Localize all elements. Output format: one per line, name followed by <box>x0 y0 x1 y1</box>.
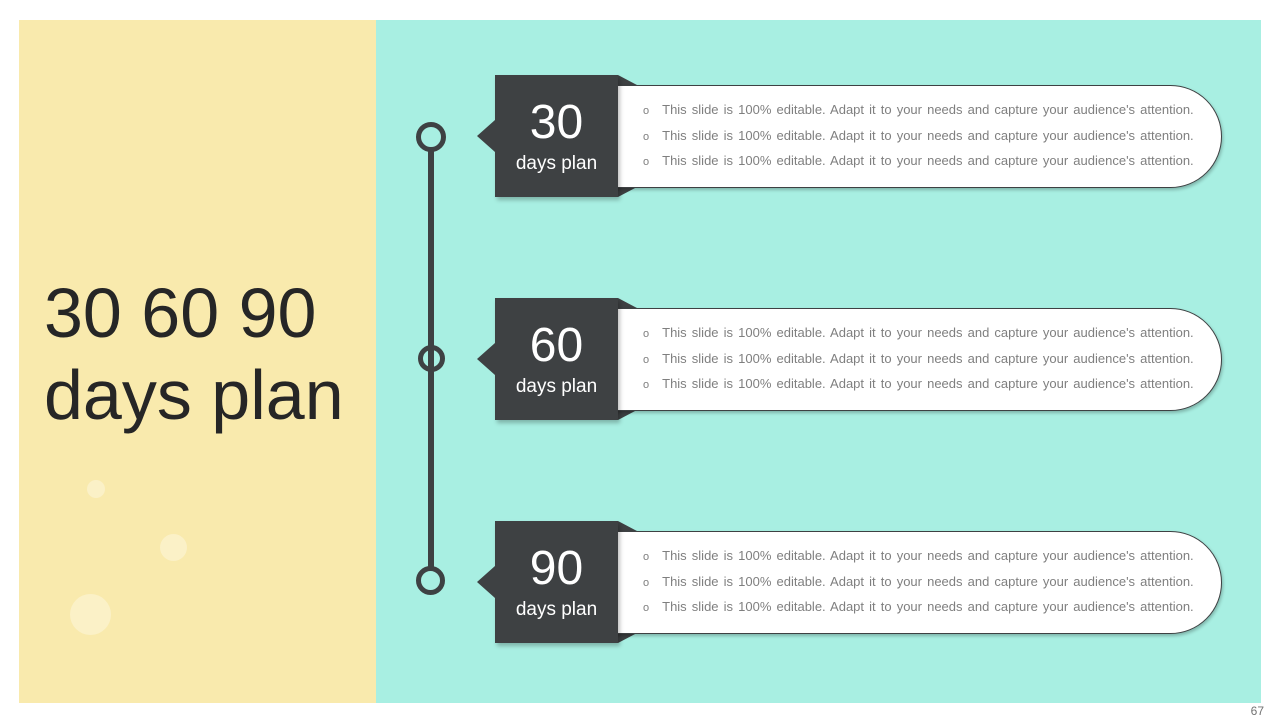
timeline-node-90 <box>416 566 445 595</box>
timeline-node-30 <box>416 122 446 152</box>
bullet-item: o This slide is 100% editable. Adapt it t… <box>643 347 1194 373</box>
badge-number: 60 <box>529 318 584 372</box>
bullet-marker-icon: o <box>643 379 650 392</box>
bullet-marker-icon: o <box>643 130 650 143</box>
bullet-marker-icon: o <box>643 353 650 366</box>
page-number: 67 <box>1250 704 1264 718</box>
bullet-marker-icon: o <box>643 328 650 341</box>
bullet-marker-icon: o <box>643 602 650 615</box>
bullet-item: o This slide is 100% editable. Adapt it t… <box>643 149 1194 175</box>
bullet-text: This slide is 100% editable. Adapt it to… <box>662 127 1194 143</box>
bullet-marker-icon: o <box>643 551 650 564</box>
milestone-60-badge: 60 days plan <box>477 298 618 420</box>
decorative-circle-medium <box>160 534 187 561</box>
badge-number: 30 <box>529 95 584 149</box>
ribbon-fold-bottom <box>618 187 637 197</box>
badge-arrow-left-icon <box>477 120 495 152</box>
ribbon-fold-bottom <box>618 633 637 643</box>
left-panel <box>19 20 376 703</box>
decorative-circle-small <box>87 480 105 498</box>
bullet-text: This slide is 100% editable. Adapt it to… <box>662 573 1194 589</box>
milestone-30-badge: 30 days plan <box>477 75 618 197</box>
bullet-item: o This slide is 100% editable. Adapt it t… <box>643 124 1194 150</box>
bullet-text: This slide is 100% editable. Adapt it to… <box>662 376 1194 392</box>
badge-number: 90 <box>529 541 584 595</box>
bullet-item: o This slide is 100% editable. Adapt it t… <box>643 570 1194 596</box>
bullet-marker-icon: o <box>643 576 650 589</box>
badge-arrow-left-icon <box>477 566 495 598</box>
badge-label: days plan <box>515 598 598 620</box>
bullet-item: o This slide is 100% editable. Adapt it t… <box>643 98 1194 124</box>
bullet-text: This slide is 100% editable. Adapt it to… <box>662 350 1194 366</box>
slide-title-line2: days plan <box>44 356 344 434</box>
bullet-item: o This slide is 100% editable. Adapt it t… <box>643 321 1194 347</box>
bullet-text: This slide is 100% editable. Adapt it to… <box>662 548 1194 564</box>
slide-title: 30 60 90 days plan <box>44 272 374 436</box>
badge-label: days plan <box>515 152 598 174</box>
timeline-node-60 <box>418 345 445 372</box>
bullet-text: This slide is 100% editable. Adapt it to… <box>662 599 1194 615</box>
ribbon-fold-top <box>618 521 637 531</box>
bullet-text: This slide is 100% editable. Adapt it to… <box>662 102 1194 118</box>
bullet-text: This slide is 100% editable. Adapt it to… <box>662 153 1194 169</box>
bullet-text: This slide is 100% editable. Adapt it to… <box>662 325 1194 341</box>
bullet-item: o This slide is 100% editable. Adapt it t… <box>643 372 1194 398</box>
ribbon-fold-top <box>618 75 637 85</box>
decorative-circle-large <box>70 594 111 635</box>
bullet-marker-icon: o <box>643 156 650 169</box>
milestone-90-badge: 90 days plan <box>477 521 618 643</box>
slide-title-line1: 30 60 90 <box>44 274 317 352</box>
bullet-item: o This slide is 100% editable. Adapt it t… <box>643 595 1194 621</box>
bullet-marker-icon: o <box>643 105 650 118</box>
bullet-item: o This slide is 100% editable. Adapt it t… <box>643 544 1194 570</box>
badge-arrow-left-icon <box>477 343 495 375</box>
ribbon-fold-bottom <box>618 410 637 420</box>
ribbon-fold-top <box>618 298 637 308</box>
badge-label: days plan <box>515 375 598 397</box>
